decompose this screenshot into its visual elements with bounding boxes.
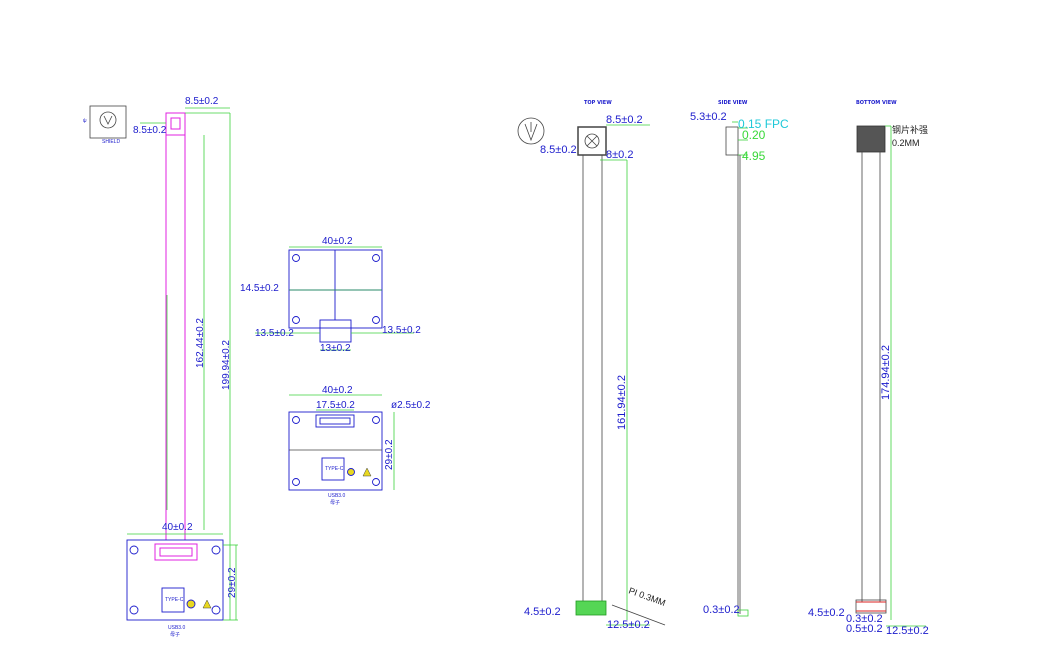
bottom-end-pad xyxy=(855,599,887,614)
svg-text:SHIELD: SHIELD xyxy=(102,139,120,145)
dim-mid2-height: 29±0.2 xyxy=(384,439,395,470)
side-view: SIDE VIEW 5.3±0.2 0.15 FPC 0.20 4.95 0.3… xyxy=(690,100,789,617)
dim-cable-length: 162.44±0.2 xyxy=(195,318,206,368)
dim-mid2-width: 40±0.2 xyxy=(322,385,353,396)
dim-mid-height: 14.5±0.2 xyxy=(240,283,279,294)
bottom-view-title: BOTTOM VIEW xyxy=(856,100,897,106)
left-view: ψ SHIELD 8.5±0.2 8.5±0.2 162.44±0.2 199.… xyxy=(83,96,238,638)
dim-bottom-length: 174.94±0.2 xyxy=(880,345,892,400)
dim-mid-width: 40±0.2 xyxy=(322,236,353,247)
dim-board-height: 29±0.2 xyxy=(227,567,238,598)
dim-total-length: 199.94±0.2 xyxy=(221,340,232,390)
typec-label-mid: TYPE-C xyxy=(325,466,344,472)
mid-bottom-board: 40±0.2 17.5±0.2 ø2.5±0.2 TYPE-C 29±0.2 U… xyxy=(288,385,431,506)
dim-height-top: 8.5±0.2 xyxy=(133,125,167,136)
usb-board-left: 40±0.2 TYPE-C USB3.0 母子 29±0.2 xyxy=(126,522,238,638)
board-label-mid-2: 母子 xyxy=(330,499,340,506)
dim-mid-right: 13.5±0.2 xyxy=(382,325,421,336)
svg-text:ψ: ψ xyxy=(83,118,87,124)
dim-width-top: 8.5±0.2 xyxy=(185,96,219,107)
dim-board-width: 40±0.2 xyxy=(162,522,193,533)
dim-top-end-width: 12.5±0.2 xyxy=(607,619,650,631)
dim-top-width: 8.5±0.2 xyxy=(606,114,643,126)
typec-label-left: TYPE-C xyxy=(165,597,184,603)
bottom-stiffener-note: 钢片补强 xyxy=(892,124,928,135)
dim-top-length: 161.94±0.2 xyxy=(616,375,628,430)
top-pad xyxy=(577,126,607,156)
side-total: 4.95 xyxy=(742,149,766,163)
projection-symbol xyxy=(517,117,545,145)
dim-top-pi: PI 0.3MM xyxy=(627,585,667,608)
board-label-left-1: USB3.0 xyxy=(168,625,185,631)
side-fpc: 0.15 FPC xyxy=(738,117,789,131)
board-label-mid-1: USB3.0 xyxy=(328,493,345,499)
dim-mid-tab: 13±0.2 xyxy=(320,343,351,354)
stiffener-pad-top xyxy=(165,112,186,136)
side-stiff: 0.20 xyxy=(742,128,766,142)
dim-top-height: 8.5±0.2 xyxy=(540,144,577,156)
dim-side-top: 5.3±0.2 xyxy=(690,111,727,123)
side-view-title: SIDE VIEW xyxy=(718,100,748,106)
dim-bottom-d2: 0.5±0.2 xyxy=(846,623,883,635)
dim-bottom-end-width: 12.5±0.2 xyxy=(886,625,929,637)
bottom-stiffener xyxy=(856,125,886,153)
dim-bottom-end-height: 4.5±0.2 xyxy=(808,607,845,619)
mid-top-board: 40±0.2 14.5±0.2 13.5±0.2 13.5±0.2 13±0.2 xyxy=(240,236,421,354)
dim-top-inner: 8±0.2 xyxy=(606,149,633,161)
dim-mid2-hole: ø2.5±0.2 xyxy=(391,400,431,411)
dim-top-end-height: 4.5±0.2 xyxy=(524,606,561,618)
top-view: TOP VIEW 8.5±0.2 8.5±0.2 8±0.2 161.94±0.… xyxy=(517,100,667,631)
bottom-view: BOTTOM VIEW 钢片补强 0.2MM 174.94±0.2 4.5±0.… xyxy=(808,100,929,637)
top-end-stiffener xyxy=(575,600,607,616)
dim-bottom-d1: 0.3±0.2 xyxy=(846,613,883,625)
dim-mid-left: 13.5±0.2 xyxy=(255,328,294,339)
board-label-left-2: 母子 xyxy=(170,631,180,638)
dim-side-bottom: 0.3±0.2 xyxy=(703,604,740,616)
dim-mid2-connector: 17.5±0.2 xyxy=(316,400,355,411)
bottom-stiffener-thk: 0.2MM xyxy=(892,138,920,148)
top-view-title: TOP VIEW xyxy=(584,100,612,106)
projection-symbol-small: ψ SHIELD xyxy=(83,105,127,145)
